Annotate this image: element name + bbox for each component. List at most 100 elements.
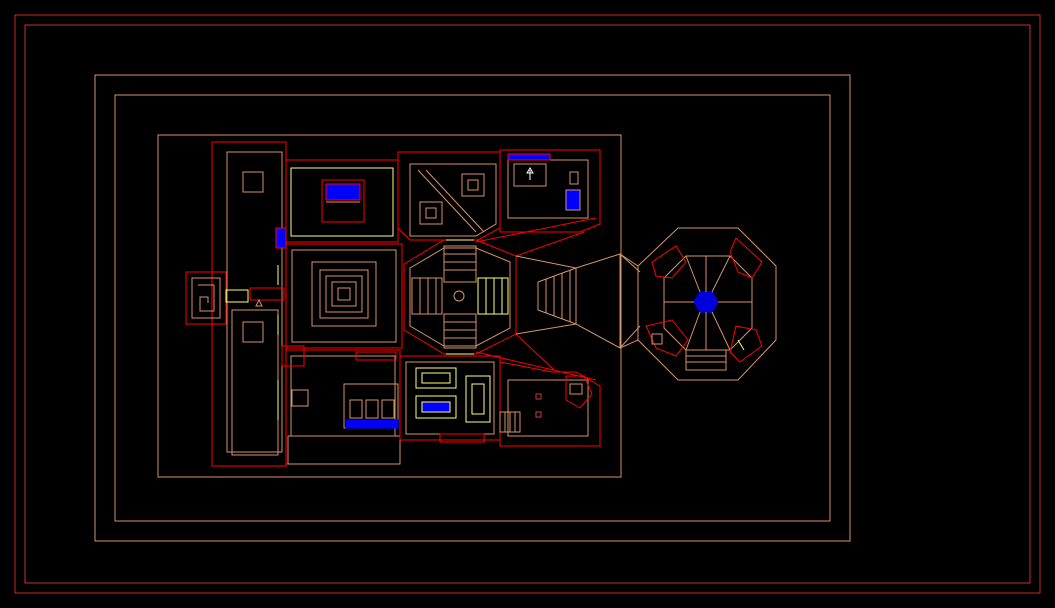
bench-1 (349, 399, 363, 419)
far-ne-outer (499, 149, 601, 233)
center-room-inner (291, 249, 397, 343)
far-ne-room (499, 149, 601, 233)
arena-outer (637, 227, 777, 381)
south-shelf (355, 351, 397, 361)
boundary-ring-outer (94, 74, 851, 542)
south-annex (287, 435, 401, 465)
far-se-dot-2 (535, 411, 542, 418)
arena-spoke-nw (685, 255, 701, 293)
arena-link-west-s (619, 339, 639, 349)
north-room-inner (290, 167, 394, 237)
boundary-frame-inner (24, 24, 1031, 584)
ne-box-1 (419, 201, 443, 225)
north-room (285, 159, 399, 243)
se-south-bar (439, 433, 485, 443)
water-pool (325, 183, 361, 201)
west-alcove-inner (191, 277, 221, 319)
pyramid-step-5 (337, 287, 351, 301)
stairs-west (411, 277, 443, 315)
far-se-dot-1 (535, 393, 542, 400)
far-ne-stub (569, 171, 579, 185)
ne-room-outer (397, 151, 501, 241)
arena-se-door (737, 339, 745, 351)
arena-se-niche (729, 325, 763, 363)
west-passage (249, 287, 285, 301)
arena-south-stairs (685, 349, 727, 371)
boundary-frame-outer (14, 14, 1041, 594)
bridge-south (515, 323, 641, 349)
boundary-ring-inner (114, 94, 831, 522)
courtyard-outline (157, 134, 622, 478)
far-se-crate (565, 375, 593, 409)
center-room (285, 243, 405, 349)
east-arena (619, 227, 777, 381)
corridor-ne-b (515, 231, 585, 257)
stairs-north (443, 245, 477, 283)
ne-room (397, 151, 501, 241)
se-box-blue-frame (415, 395, 457, 419)
north-room-outer (285, 159, 399, 243)
ne-box-2-inner (467, 179, 479, 191)
water-pool-frame (321, 179, 365, 223)
hub-center (453, 290, 465, 302)
start-triangle (255, 298, 263, 307)
se-room-outer (399, 355, 501, 441)
south-room (281, 345, 401, 465)
pyramid-step-2 (319, 269, 369, 319)
stairs-east (477, 277, 509, 315)
se-box-blue (421, 401, 451, 413)
arena-nw-niche (651, 245, 687, 279)
arena-link-west (619, 253, 639, 267)
far-se-outer (499, 361, 601, 447)
se-box-top (415, 367, 457, 389)
south-block (281, 345, 305, 367)
corridor-ne-a (475, 217, 597, 243)
arena-spoke-sw (685, 311, 701, 351)
blue-floor-nw (275, 227, 287, 249)
west-door (225, 289, 249, 303)
pyramid-step-3 (325, 275, 363, 313)
arena-spoke-ne (711, 255, 731, 293)
bridge-north (515, 253, 641, 273)
ne-diagonal-b (425, 169, 485, 233)
hub-corridors (475, 217, 641, 381)
se-box-top-inner (421, 372, 451, 384)
arena-hex-pillar (693, 291, 719, 313)
stairs-south (443, 313, 477, 349)
player-arrow-head (526, 167, 534, 174)
left-corridor (231, 309, 279, 456)
hub (403, 239, 517, 355)
bench-2 (365, 399, 379, 419)
se-rooms (399, 355, 601, 447)
ne-box-1-inner (425, 207, 437, 219)
blue-bench-floor (345, 419, 399, 429)
arena-spoke-se (711, 311, 731, 351)
south-room-outer (285, 349, 401, 465)
corridor-se-b (515, 333, 555, 371)
far-ne-blue-pillar (565, 189, 581, 211)
bench-3 (381, 399, 395, 419)
se-tall-box (465, 375, 491, 423)
far-se-inner (507, 379, 589, 437)
left-pillar (242, 321, 264, 343)
corridor-se-a (475, 351, 597, 381)
se-tall-box-inner (471, 383, 485, 415)
far-se-crate-inner (569, 383, 583, 395)
center-room-outer (285, 243, 403, 349)
arena-sw-box (651, 333, 663, 345)
far-ne-blue-strip (507, 153, 551, 161)
pyramid-step-1 (311, 261, 377, 327)
south-small-box (291, 389, 309, 407)
left-small-room (242, 171, 264, 193)
far-ne-box (513, 163, 547, 187)
ne-room-inner (409, 163, 497, 237)
ne-box-2 (461, 173, 485, 197)
pyramid-step-4 (331, 281, 357, 307)
ne-diagonal-a (417, 169, 477, 233)
left-wing (185, 141, 287, 467)
left-wing-outer (211, 141, 287, 467)
west-alcove-spiral (198, 284, 215, 312)
arena-ne-niche (729, 237, 763, 279)
hub-inner (409, 247, 511, 347)
